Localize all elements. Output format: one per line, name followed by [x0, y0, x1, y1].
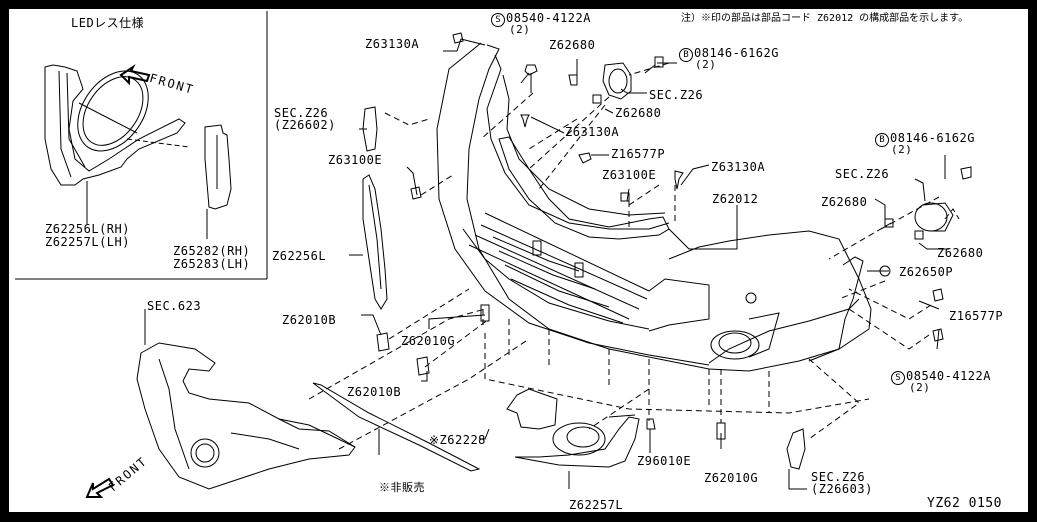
label-clip-z62680-top[interactable]: Z62680 [549, 38, 596, 52]
s-circle-icon: S [491, 13, 505, 27]
inset-frame [15, 11, 268, 280]
label-clip-z63130a-mid[interactable]: Z63130A [565, 125, 620, 139]
label-fog-finisher-z62257l[interactable]: Z62257L [569, 498, 624, 512]
cover-z62228-drawing [506, 388, 558, 430]
label-clip-z62680-right-2[interactable]: Z62680 [937, 246, 984, 260]
label-sec-z26-left-sub: (Z26602) [274, 118, 336, 132]
label-screw-08540-top-qty: (2) [509, 23, 531, 36]
label-inset-cover-rh[interactable]: Z65282(RH) [173, 244, 251, 258]
label-sec-z26-bottom-sub: (Z26603) [811, 482, 873, 496]
label-grommet-z16577p-left[interactable]: Z16577P [611, 147, 666, 161]
sec-623-bracket-drawing [136, 342, 356, 490]
label-screw-08540-right-qty: (2) [909, 381, 931, 394]
label-clip-z62680-right-1[interactable]: Z62680 [821, 195, 868, 209]
inset-front-arrow-icon [119, 64, 151, 86]
side-cover-bottom-drawing [786, 428, 807, 490]
label-clip-z63130a-top[interactable]: Z63130A [365, 37, 420, 51]
fasteners-drawing [376, 32, 972, 440]
label-sec-623[interactable]: SEC.623 [147, 299, 202, 313]
label-clip-z62680-top-2[interactable]: Z62680 [615, 106, 662, 120]
figure-code: YZ62 0150 [927, 496, 1002, 511]
assembly-dashed-lines [308, 62, 960, 450]
fog-lamp-top-drawing [602, 62, 632, 100]
side-bracket-left-drawing [362, 106, 388, 310]
label-sec-z26-top[interactable]: SEC.Z26 [649, 88, 704, 102]
b-circle-icon: B [679, 48, 693, 62]
front-arrow-icon [85, 477, 115, 498]
label-clip-z63130a-center[interactable]: Z63130A [711, 160, 766, 174]
b-circle-icon: B [875, 133, 889, 147]
diagram-note: 注）※印の部品は部品コード Z62012 の構成部品を示します。 [681, 13, 969, 24]
label-cover-z62228[interactable]: ※Z62228 [429, 433, 486, 447]
label-inset-fog-finisher-rh[interactable]: Z62256L(RH) [45, 222, 130, 236]
label-clip-z96010e[interactable]: Z96010E [637, 454, 692, 468]
fog-finisher-bottom-drawing [514, 414, 640, 468]
inset-cover-drawing [204, 124, 232, 239]
label-grommet-z16577p-right[interactable]: Z16577P [949, 309, 1004, 323]
label-inset-fog-finisher-lh[interactable]: Z62257L(LH) [45, 235, 130, 249]
label-sec-z26-left[interactable]: SEC.Z26 [274, 106, 329, 120]
upper-retainer-drawing [498, 136, 670, 240]
label-fog-finisher-z62256l[interactable]: Z62256L [272, 249, 327, 263]
label-sec-z26-right[interactable]: SEC.Z26 [835, 167, 890, 181]
grille-drawing [492, 236, 624, 324]
label-bracket-z62010b-1[interactable]: Z62010B [282, 313, 337, 327]
label-bracket-z62010b-2[interactable]: Z62010B [347, 385, 402, 399]
label-screw-z62010g-center[interactable]: Z62010G [401, 334, 456, 348]
label-bolt-08146-right-qty: (2) [891, 143, 913, 156]
label-sec-z26-bottom[interactable]: SEC.Z26 [811, 470, 866, 484]
s-circle-icon: S [891, 371, 905, 385]
inset-title: LEDレス仕様 [71, 16, 145, 30]
label-inset-cover-lh[interactable]: Z65283(LH) [173, 257, 251, 271]
diagram-linework [15, 11, 972, 498]
label-screw-z62010g-bottom[interactable]: Z62010G [704, 471, 759, 485]
label-clip-z63100e-left[interactable]: Z63100E [328, 153, 383, 167]
parts-diagram: LEDレス仕様 FRONT Z62256L(RH) Z62257L(LH) Z6… [9, 9, 1028, 512]
trim-strip-drawing [312, 382, 481, 472]
label-clip-z63100e-center[interactable]: Z63100E [602, 168, 657, 182]
leader-lines [144, 38, 949, 489]
label-grommet-z62650p[interactable]: Z62650P [899, 265, 954, 279]
inset-fog-finisher-drawing [44, 64, 190, 224]
label-not-sold-note: ※非販売 [379, 481, 425, 494]
bumper-fascia-drawing [436, 42, 872, 372]
label-bolt-08146-top-qty: (2) [695, 58, 717, 71]
label-bumper-fascia-z62012[interactable]: Z62012 [712, 192, 759, 206]
